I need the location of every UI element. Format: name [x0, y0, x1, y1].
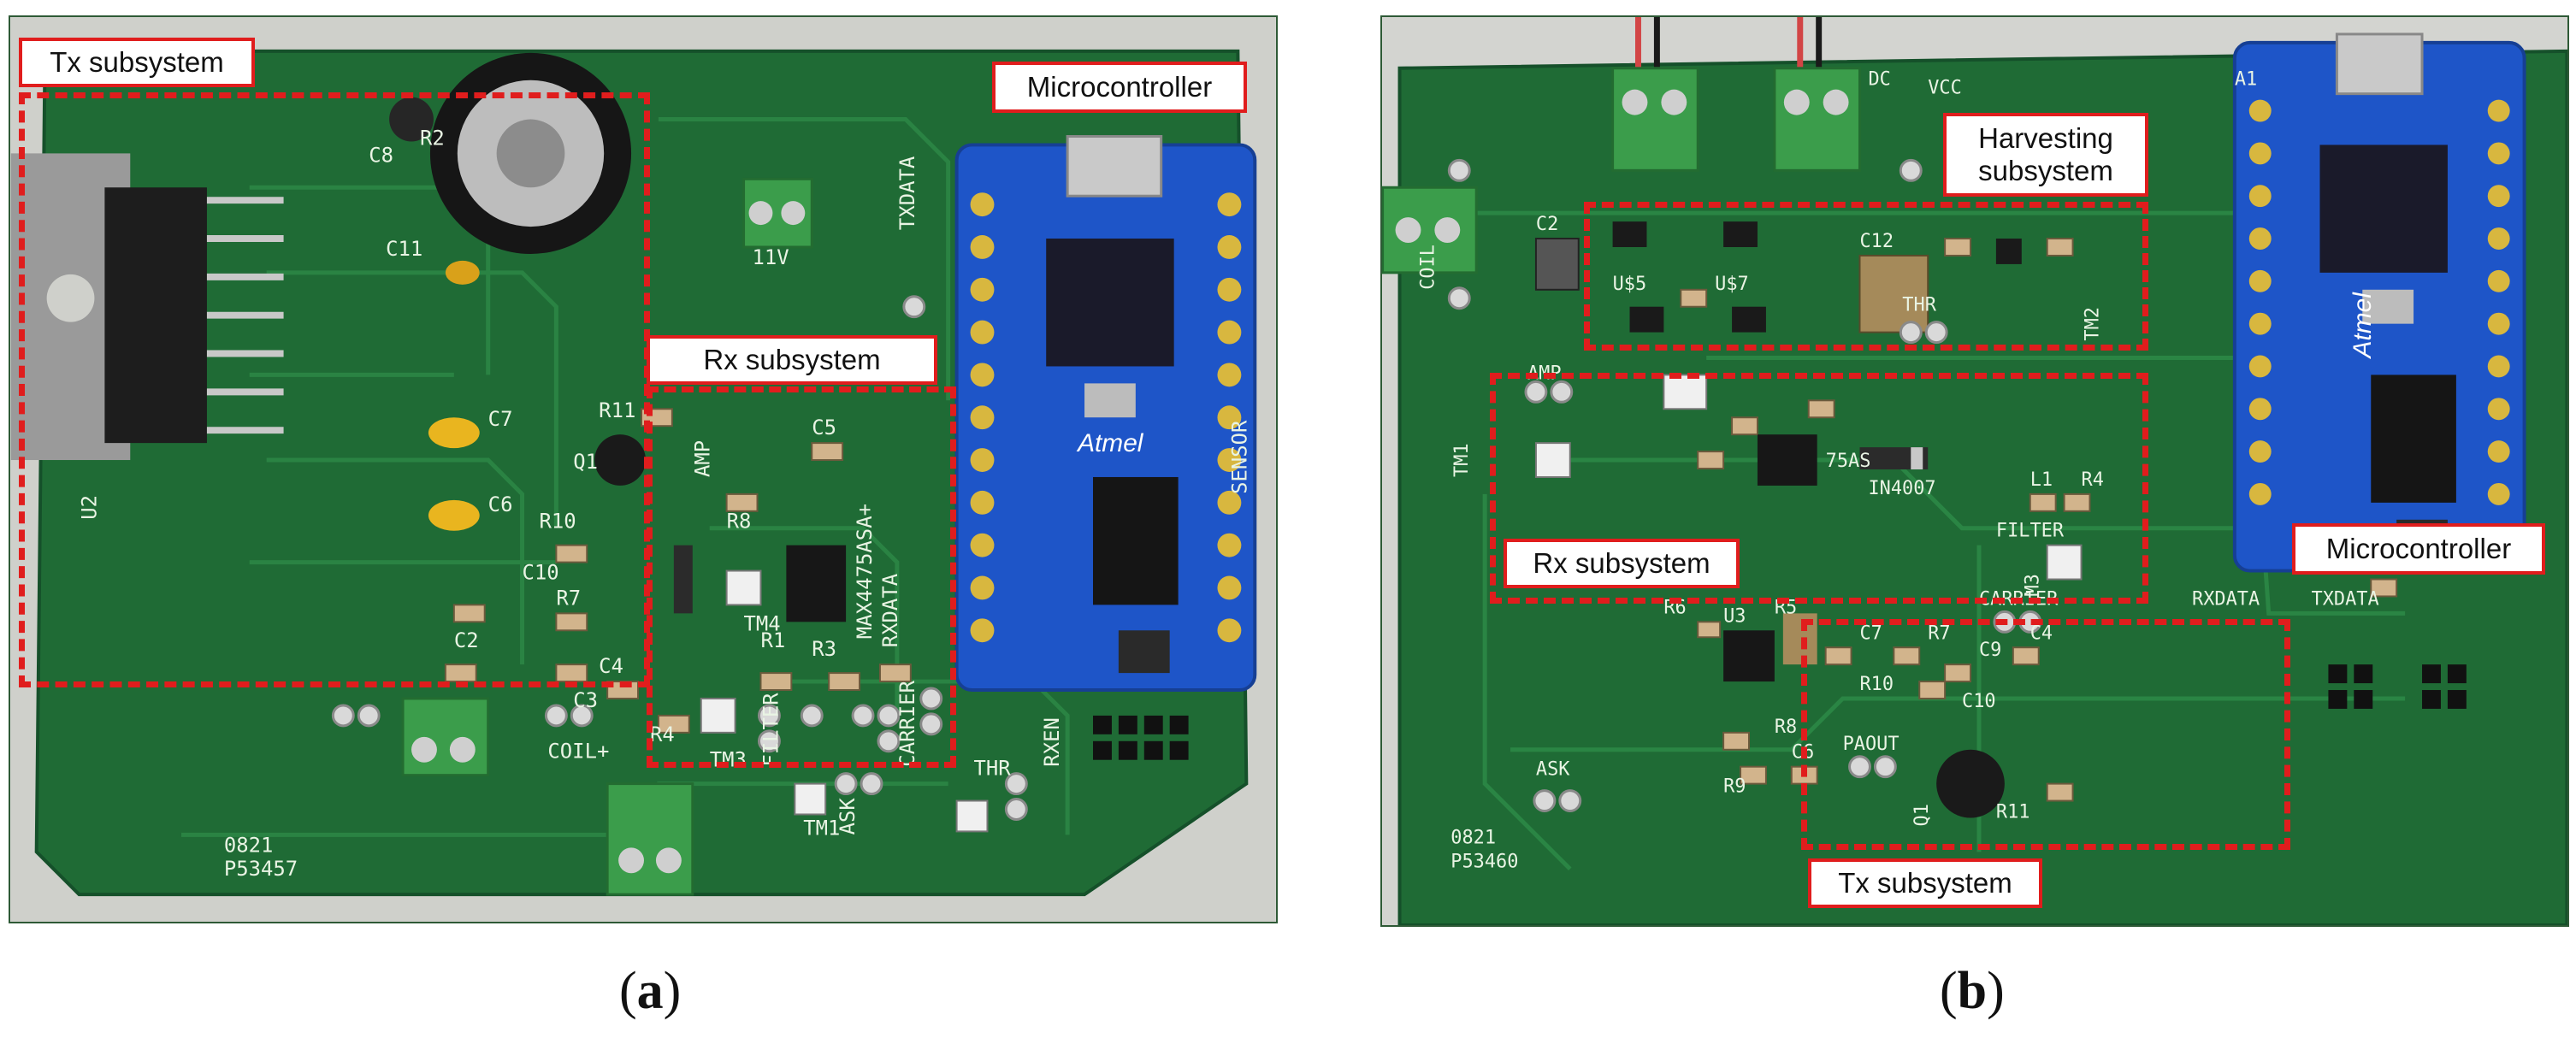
- silk-label: TXDATA: [895, 156, 919, 230]
- silk-label: R11: [1996, 801, 2030, 823]
- silk-label: TM4: [744, 611, 781, 635]
- silk-label: THR: [974, 757, 1012, 781]
- silk-label: C8: [369, 143, 393, 167]
- silk-label: THR: [1902, 295, 1936, 316]
- microcontroller-board-b: Atmel: [2232, 32, 2526, 573]
- silk-label: R7: [556, 586, 581, 610]
- silk-label: Q1: [1911, 804, 1933, 826]
- silk-label: U2: [77, 495, 101, 520]
- silk-label: R11: [599, 398, 635, 422]
- silk-label: R3: [812, 637, 836, 661]
- silk-label: M3: [2023, 574, 2044, 596]
- rx-subsystem-region: [647, 386, 956, 768]
- silk-label: RXDATA: [2192, 588, 2260, 610]
- rx-subsystem-region-b: [1490, 373, 2148, 604]
- silk-label: P53460: [1450, 851, 1518, 872]
- caption-a: (a): [619, 962, 682, 1020]
- silk-label: MAX4475ASA+: [853, 504, 877, 639]
- silk-label: 75AS: [1826, 451, 1871, 472]
- silk-label: R8: [1775, 717, 1797, 738]
- silk-label: FILTER: [759, 693, 783, 767]
- svg-text:Atmel: Atmel: [2349, 292, 2377, 360]
- silk-label: AMP: [691, 440, 715, 477]
- silk-label: COIL: [1417, 245, 1439, 290]
- tx-subsystem-region-b: [1801, 619, 2290, 850]
- silk-label: U3: [1723, 605, 1746, 627]
- silk-label: TM2: [2082, 307, 2103, 341]
- silk-label: RXDATA: [878, 574, 902, 647]
- silk-label: TM1: [803, 816, 840, 840]
- silk-label: U$7: [1715, 274, 1749, 295]
- silk-label: C2: [454, 628, 479, 652]
- caption-b: (b): [1940, 962, 2005, 1020]
- silk-label: DC: [1868, 69, 1890, 91]
- microcontroller-board: Atmel: [954, 134, 1257, 693]
- silk-label: 0821: [224, 833, 274, 857]
- silk-label: ASK: [836, 798, 860, 835]
- rx-subsystem-label-b: Rx subsystem: [1504, 539, 1740, 588]
- silk-label: R2: [420, 126, 445, 150]
- silk-label: L1: [2030, 469, 2053, 491]
- silk-label: TM3: [710, 748, 747, 772]
- silk-label: R8: [727, 510, 752, 534]
- tx-subsystem-label: Tx subsystem: [19, 38, 255, 87]
- silk-label: FILTER: [1996, 521, 2065, 542]
- silk-label: COIL+: [547, 740, 609, 764]
- silk-label: IN4007: [1868, 478, 1935, 499]
- silk-label: C3: [573, 688, 598, 712]
- silk-label: R7: [1928, 622, 1950, 644]
- silk-label: U$5: [1613, 274, 1647, 295]
- rx-subsystem-label: Rx subsystem: [647, 335, 937, 385]
- silk-label: R10: [1860, 674, 1894, 695]
- silk-label: C10: [523, 561, 559, 585]
- silk-label: C9: [1979, 640, 2001, 661]
- silk-label: C4: [2030, 622, 2053, 644]
- electrolytic-capacitor: [429, 52, 632, 254]
- svg-text:Atmel: Atmel: [1076, 429, 1144, 457]
- silk-label: C12: [1860, 231, 1894, 252]
- silk-label: C4: [599, 654, 623, 678]
- silk-label: VCC: [1928, 78, 1962, 99]
- silk-label: C2: [1536, 214, 1558, 235]
- silk-label: C7: [488, 407, 513, 431]
- silk-label: R9: [1723, 776, 1746, 798]
- silk-label: RXEN: [1040, 717, 1064, 767]
- silk-label: R4: [650, 722, 675, 746]
- tx-subsystem-label-b: Tx subsystem: [1808, 858, 2042, 908]
- silk-label: ASK: [1536, 759, 1570, 781]
- silk-label: SENSOR: [1227, 420, 1251, 494]
- silk-label: C5: [812, 416, 836, 439]
- silk-label: R1: [760, 628, 785, 652]
- tx-subsystem-region: [19, 92, 650, 687]
- silk-label: 0821: [1450, 827, 1496, 848]
- harvesting-subsystem-label: Harvesting subsystem: [1943, 113, 2148, 197]
- silk-label: C11: [386, 237, 422, 261]
- silk-label: C7: [1860, 622, 1882, 644]
- microcontroller-label: Microcontroller: [992, 62, 1247, 113]
- silk-label: R4: [2082, 469, 2104, 491]
- silk-label: Q1: [573, 450, 598, 474]
- silk-label: R10: [539, 510, 576, 534]
- silk-label: PAOUT: [1843, 734, 1900, 755]
- microcontroller-label-b: Microcontroller: [2292, 523, 2545, 575]
- silk-label: C6: [488, 492, 513, 516]
- silk-label: CARRIER: [895, 680, 919, 766]
- silk-label: A1: [2235, 69, 2257, 91]
- voltage-regulator: [10, 153, 284, 461]
- silk-label: TM1: [1451, 443, 1473, 477]
- silk-label: 11V: [753, 245, 789, 269]
- harvesting-subsystem-region: [1584, 202, 2148, 351]
- terminal-block: [401, 177, 813, 896]
- silk-label: C10: [1962, 691, 1996, 712]
- silk-label: P53457: [224, 857, 298, 881]
- silk-label: TXDATA: [2312, 588, 2379, 610]
